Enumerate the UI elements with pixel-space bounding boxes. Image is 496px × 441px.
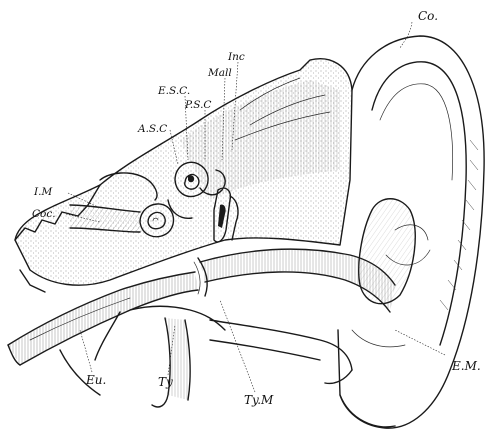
label-im: I.M [33, 186, 52, 198]
label-inc: Inc [227, 51, 245, 63]
label-mall: Mall [207, 67, 232, 79]
label-tym: Ty.M [244, 393, 274, 407]
label-asc: A.S.C [137, 123, 167, 135]
em-leader [395, 330, 445, 355]
label-eu: Eu. [85, 373, 106, 387]
label-psc: P.S.C [184, 99, 211, 111]
label-ty: Ty [158, 375, 173, 389]
label-esc: E.S.C. [157, 85, 190, 97]
label-em: E.M. [451, 359, 481, 373]
label-coc: Coc. [32, 208, 56, 220]
eu-leader [80, 330, 92, 372]
label-co: Co. [418, 9, 438, 23]
co-leader [400, 22, 412, 48]
